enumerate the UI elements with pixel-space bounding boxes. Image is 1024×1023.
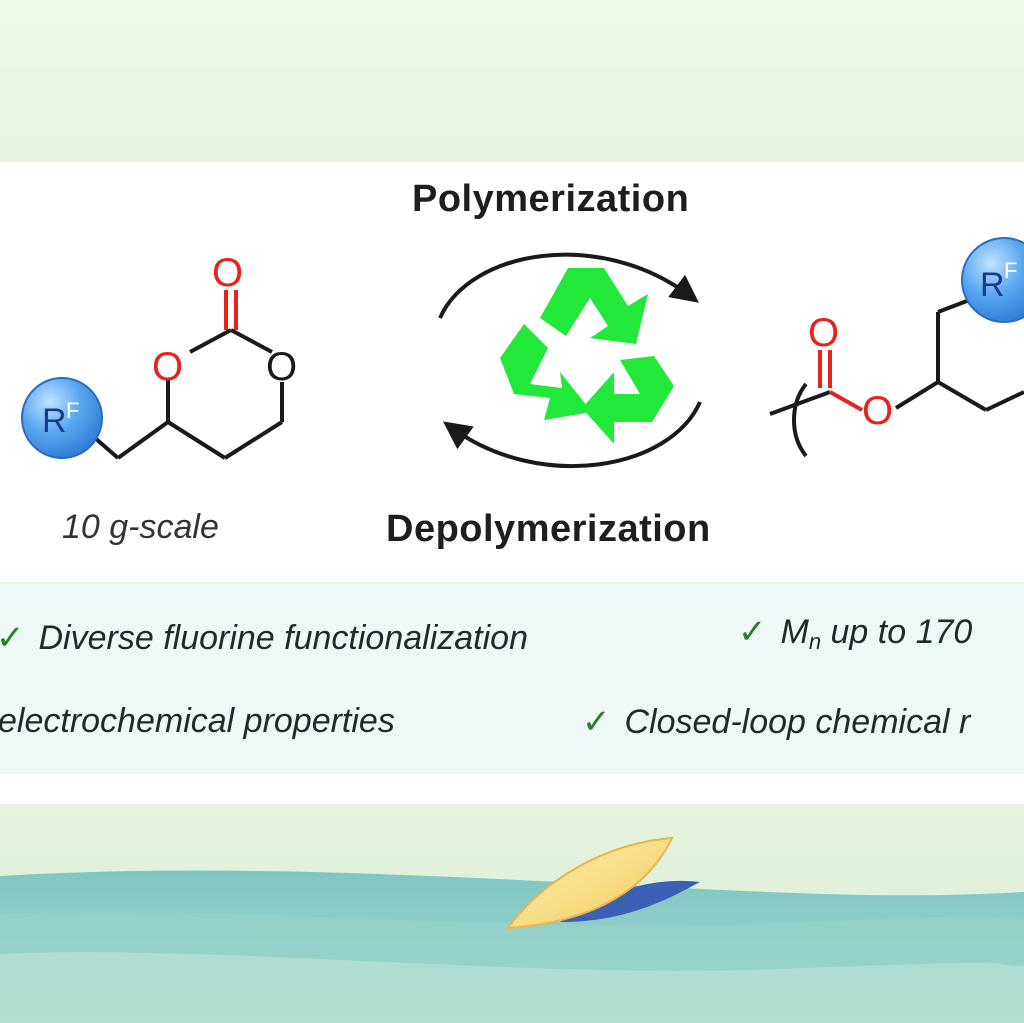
polycarbonate-polymer — [769, 294, 1024, 458]
feature-subscript: n — [808, 629, 822, 654]
ring-oxygen-right: O — [266, 345, 297, 389]
feature-text: up to 170 — [821, 613, 973, 651]
depolymerization-arrow — [442, 401, 702, 469]
feature-prefix: M — [780, 613, 809, 651]
rf-label: R — [42, 402, 67, 440]
polymer-rf-superscript: F — [1004, 258, 1017, 283]
top-background — [0, 0, 1024, 162]
polymer-ether-oxygen: O — [862, 389, 893, 433]
feature-electrochemical: electrochemical properties — [0, 702, 395, 741]
rf-superscript: F — [66, 398, 79, 423]
scale-label: 10 g-scale — [62, 508, 219, 546]
divider-band — [0, 774, 1024, 804]
polymerization-label: Polymerization — [412, 178, 690, 220]
ring-oxygen-left: O — [152, 345, 183, 389]
polymerization-arrow — [438, 252, 699, 319]
rf-group-circle — [21, 377, 103, 459]
check-icon: ✓ — [582, 703, 611, 741]
depolymerization-label: Depolymerization — [386, 508, 711, 550]
feature-fluorine: ✓ Diverse fluorine functionalization — [0, 618, 528, 658]
logo-swoosh-blue — [560, 880, 700, 922]
polymer-rf-group-circle — [961, 237, 1024, 323]
features-panel — [0, 584, 1024, 774]
recycle-icon — [500, 268, 674, 444]
feature-closed-loop: ✓ Closed-loop chemical r — [582, 702, 970, 742]
feature-text: Diverse fluorine functionalization — [38, 619, 528, 657]
feature-text: electrochemical properties — [0, 702, 395, 740]
feature-text: Closed-loop chemical r — [624, 703, 971, 741]
logo-leaf — [505, 836, 674, 930]
cyclic-carbonate-monomer — [93, 290, 284, 460]
check-icon: ✓ — [738, 613, 767, 651]
reaction-scheme: O O O R F O O R F — [21, 237, 1024, 469]
feature-molecular-weight: ✓ Mn up to 170 — [738, 612, 972, 655]
carbonyl-oxygen: O — [212, 251, 243, 295]
bottom-landscape — [0, 804, 1024, 1023]
polymer-rf-label: R — [980, 266, 1005, 304]
check-icon: ✓ — [0, 619, 25, 657]
polymer-carbonyl-oxygen: O — [808, 311, 839, 355]
